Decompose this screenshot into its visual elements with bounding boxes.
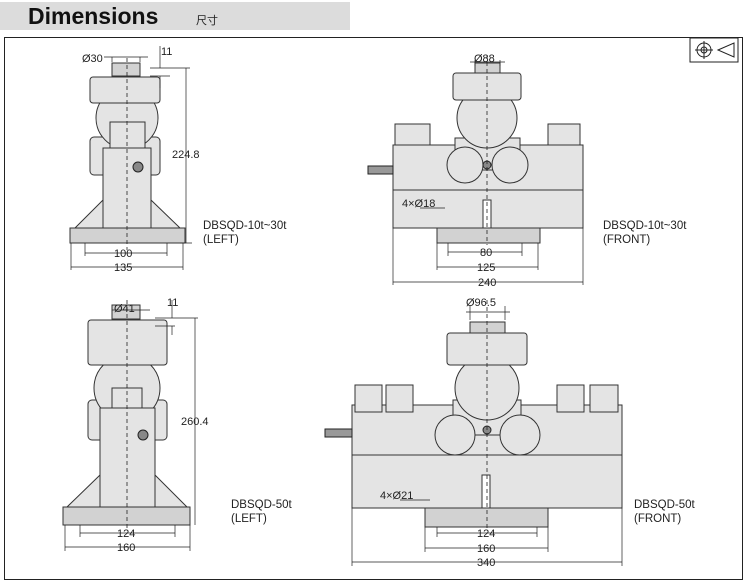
section-header: Dimensions 尺寸 xyxy=(0,2,350,30)
view-label: (LEFT) xyxy=(231,513,267,525)
view-label: (FRONT) xyxy=(634,513,681,525)
dim-diameter: Ø88 xyxy=(474,53,495,65)
view-10t-front: Ø88 4×Ø18 80 125 240 DBSQD-10t~30t (FRON… xyxy=(367,53,687,289)
view-50t-left: Ø41 11 260.4 124 160 DBSQD-50t (LEFT) xyxy=(62,297,293,554)
model-label: DBSQD-50t xyxy=(231,499,293,511)
dim-height: 260.4 xyxy=(181,416,209,428)
section-subtitle: 尺寸 xyxy=(196,15,218,27)
dim-inner: 80 xyxy=(480,247,492,259)
model-label: DBSQD-10t~30t xyxy=(603,220,687,232)
view-10t-left: Ø30 11 224.8 100 135 DBSQD-10t~30t (LEFT… xyxy=(69,46,287,274)
dim-hole-spacing: 124 xyxy=(117,528,135,540)
view-label: (LEFT) xyxy=(203,234,239,246)
model-label: DBSQD-50t xyxy=(634,499,696,511)
model-label: DBSQD-10t~30t xyxy=(203,220,287,232)
dim-diameter: Ø41 xyxy=(114,303,135,315)
dim-hole-spacing: 100 xyxy=(114,248,132,260)
dim-holes: 4×Ø21 xyxy=(380,490,413,502)
dim-length: 340 xyxy=(477,557,495,569)
dim-cap: 11 xyxy=(161,46,172,58)
view-label: (FRONT) xyxy=(603,234,650,246)
dim-foot: 125 xyxy=(477,262,495,274)
dim-diameter: Ø30 xyxy=(82,53,103,65)
section-title: Dimensions xyxy=(28,3,159,29)
dim-cap: 11 xyxy=(167,297,178,309)
dim-width: 160 xyxy=(117,542,135,554)
dim-height: 224.8 xyxy=(172,149,200,161)
dim-length: 240 xyxy=(478,277,496,289)
dim-diameter: Ø96.5 xyxy=(466,297,496,309)
dim-width: 135 xyxy=(114,262,132,274)
drawing-frame xyxy=(4,37,743,580)
dim-foot: 160 xyxy=(477,543,495,555)
third-angle-projection-icon xyxy=(689,37,739,63)
dim-holes: 4×Ø18 xyxy=(402,198,435,210)
dim-inner: 124 xyxy=(477,528,495,540)
view-50t-front: Ø96.5 4×Ø21 124 160 340 DBSQD-50t (FRONT… xyxy=(324,297,696,569)
